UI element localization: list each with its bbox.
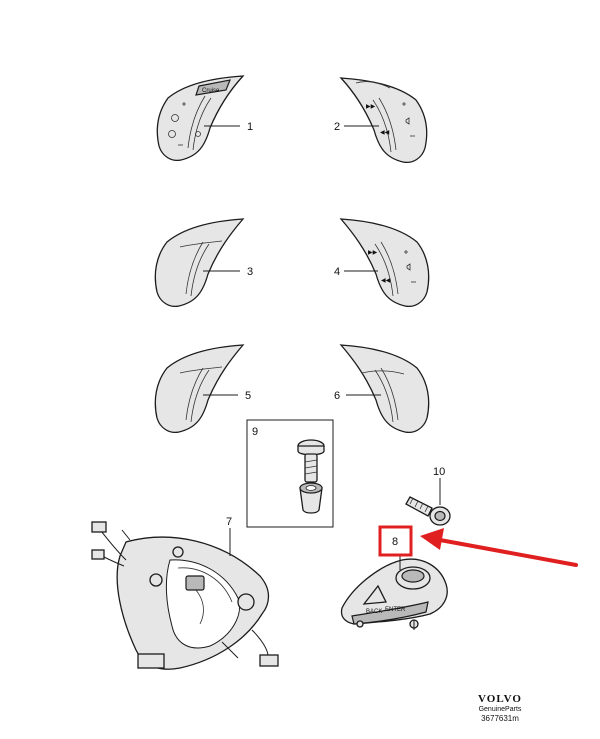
part-7-steering-wheel-module [91,521,279,670]
back-button-text: BACK [366,609,382,615]
next-track-icon: ▶▶ [366,104,376,110]
next-track-icon-2: ▶▶ [368,250,378,256]
diagram-code: 3677631m [481,714,519,723]
volume-up-icon [402,102,406,106]
previous-track-icon-2: ◀◀ [381,278,391,284]
callout-7: 7 [226,516,232,528]
callout-10: 10 [433,466,445,478]
callout-5: 5 [245,390,251,402]
highlight-box [378,525,413,557]
brand-name: VOLVO [478,693,522,705]
callout-8: 8 [392,536,398,548]
part-8-back-enter-control: BACK ENTER [340,558,448,630]
part-5-left-blank-panel [154,344,245,434]
part-3-left-blank-panel [154,218,245,308]
part-4-right-audio-panel: ▶▶ ◀◀ [339,218,430,308]
part-2-right-audio-switch: ▶▶ ◀◀ [339,77,428,164]
back-button [362,584,388,605]
brand-subtitle: GenuineParts [478,706,522,713]
speaker-icon [405,117,410,125]
callout-6: 6 [334,390,340,402]
callout-3: 3 [247,266,253,278]
part-9-frame [246,419,334,528]
callout-4: 4 [334,266,340,278]
enter-button-text: ENTER [385,607,406,613]
cruise-button-text: Cruise [202,88,220,94]
speaker-icon-2 [406,263,411,271]
callout-1: 1 [247,121,253,133]
part-10-screw [405,496,451,526]
callout-2: 2 [334,121,340,133]
voice-button [355,81,391,89]
part-9-screw-and-bushing [246,419,334,528]
highlight-arrow [420,528,578,567]
callout-9: 9 [252,426,258,438]
volume-up-icon-2 [404,250,408,254]
cruise-on-off-button [168,130,176,138]
volvo-logo-block: VOLVO GenuineParts 3677631m [470,693,530,723]
previous-track-icon: ◀◀ [380,130,390,136]
part-6-right-blank-panel [339,344,430,434]
cruise-resume-button [171,114,179,122]
part-1-left-cruise-switch: Cruise [156,75,245,162]
